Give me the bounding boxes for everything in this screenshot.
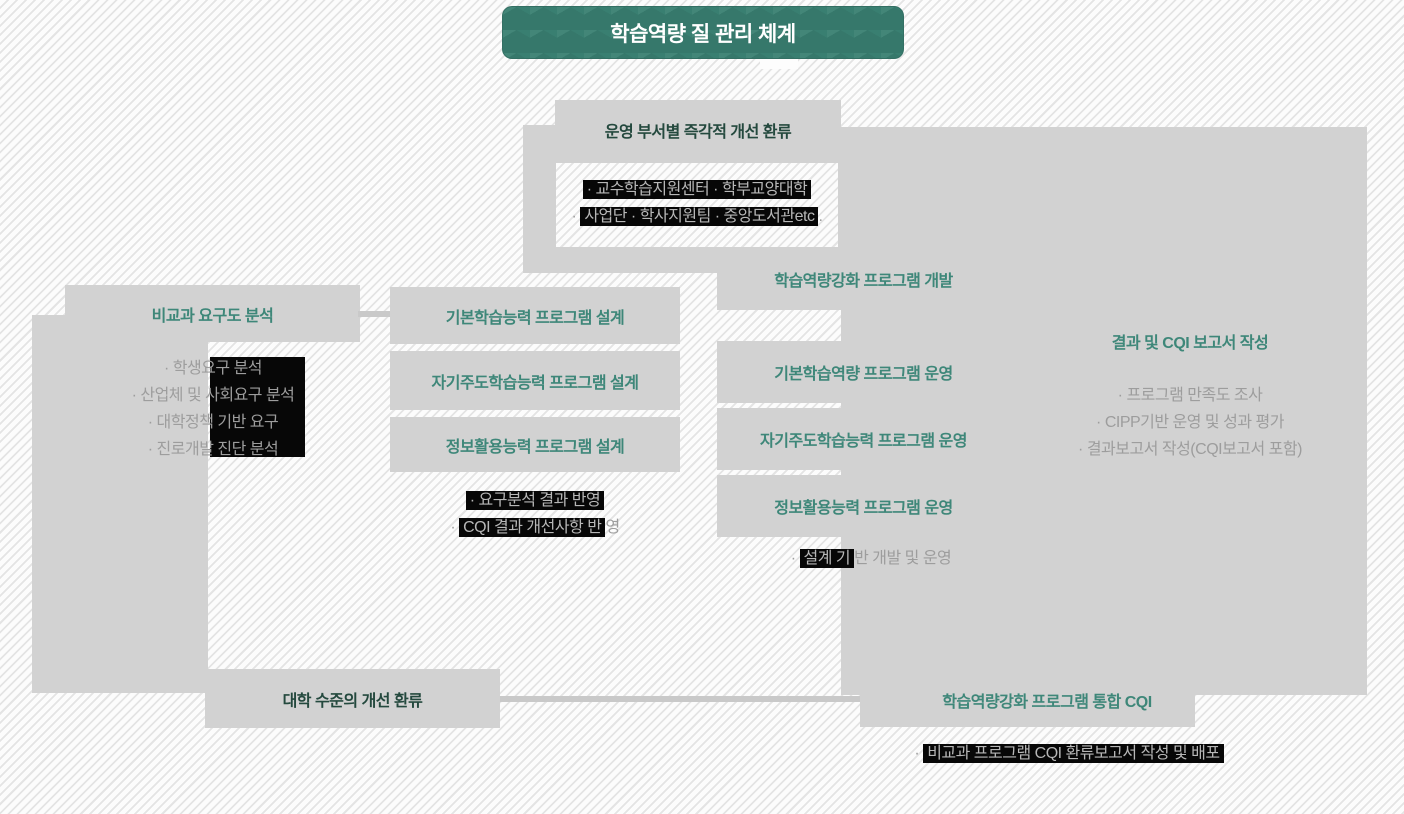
operation-box-3-title: 정보활용능력 프로그램 운영	[774, 500, 953, 517]
operational-feedback-notes: · 교수학습지원센터 · 학부교양대학 · 사업단 · 학사지원팀 · 중앙도서…	[548, 176, 846, 230]
report-item: · 프로그램 만족도 조사	[1117, 387, 1263, 404]
needs-analysis-highlight-block	[210, 357, 305, 457]
connector-needs-to-design	[358, 311, 392, 317]
report-item: · CIPP기반 운영 및 성과 평가	[1096, 414, 1284, 431]
operational-feedback-title: 운영 부서별 즉각적 개선 환류	[604, 124, 792, 141]
needs-analysis-item: · 진로개발 진단 분석	[147, 441, 279, 458]
diagram-title-banner: 학습역량 질 관리 체계	[502, 6, 904, 59]
needs-analysis-item: · 학생요구 분석	[163, 360, 263, 377]
operational-feedback-inset	[556, 163, 838, 247]
banner-notch	[760, 58, 798, 69]
operation-box-1	[717, 341, 1010, 403]
operational-feedback-line2: · 사업단 · 학사지원팀 · 중앙도서관etc.	[571, 207, 823, 226]
integrated-cqi-title: 학습역량강화 프로그램 통합 CQI	[942, 693, 1152, 711]
operation-box-3	[717, 475, 1010, 537]
needs-analysis-items: · 학생요구 분석 · 산업체 및 사회요구 분석 · 대학정책 기반 요구 ·…	[63, 355, 363, 463]
design-box-1-title: 기본학습능력 프로그램 설계	[445, 309, 625, 327]
report-title: 결과 및 CQI 보고서 작성	[1111, 335, 1269, 352]
needs-analysis-item: · 대학정책 기반 요구	[147, 414, 279, 431]
operational-feedback-header-box	[555, 100, 841, 165]
needs-analysis-title: 비교과 요구도 분석	[151, 307, 274, 325]
report-item: · 결과보고서 작성(CQI보고서 포함)	[1078, 441, 1302, 458]
report-items: · 프로그램 만족도 조사 · CIPP기반 운영 및 성과 평가 · 결과보고…	[1020, 382, 1360, 463]
integrated-cqi-note: · 비교과 프로그램 CQI 환류보고서 작성 및 배포	[869, 741, 1269, 767]
connector-university-to-cqi	[500, 696, 870, 702]
design-box-3	[390, 417, 680, 472]
operational-feedback-line1: · 교수학습지원센터 · 학부교양대학	[548, 176, 846, 203]
university-feedback-box	[205, 669, 500, 728]
design-box-2	[390, 351, 680, 410]
integrated-cqi-box	[860, 672, 1195, 727]
needs-analysis-header-box	[65, 285, 360, 342]
operation-box-1-title: 기본학습역량 프로그램 운영	[774, 366, 953, 383]
needs-analysis-item: · 산업체 및 사회요구 분석	[131, 387, 295, 404]
operation-box-2	[717, 408, 1010, 470]
design-box-2-title: 자기주도학습능력 프로그램 설계	[431, 374, 639, 392]
operation-box-2-title: 자기주도학습능력 프로그램 운영	[760, 433, 967, 450]
design-box-3-title: 정보활용능력 프로그램 설계	[445, 438, 625, 456]
diagram-title: 학습역량 질 관리 체계	[610, 22, 796, 46]
needs-analysis-body	[32, 315, 208, 693]
operation-dev-box	[717, 247, 1010, 310]
operation-dev-title: 학습역량강화 프로그램 개발	[774, 272, 953, 290]
design-box-1	[390, 287, 680, 344]
design-note-1: · 요구분석 결과 반영	[395, 487, 675, 514]
university-feedback-title: 대학 수준의 개선 환류	[282, 692, 423, 710]
